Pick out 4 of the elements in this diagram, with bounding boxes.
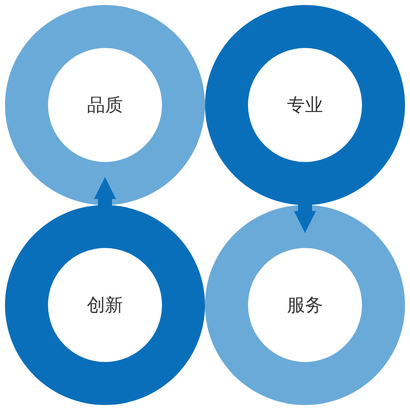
ring-label: 品质 bbox=[48, 48, 162, 162]
ring-label: 专业 bbox=[248, 48, 362, 162]
ring-label: 创新 bbox=[48, 248, 162, 362]
ring-label: 服务 bbox=[248, 248, 362, 362]
